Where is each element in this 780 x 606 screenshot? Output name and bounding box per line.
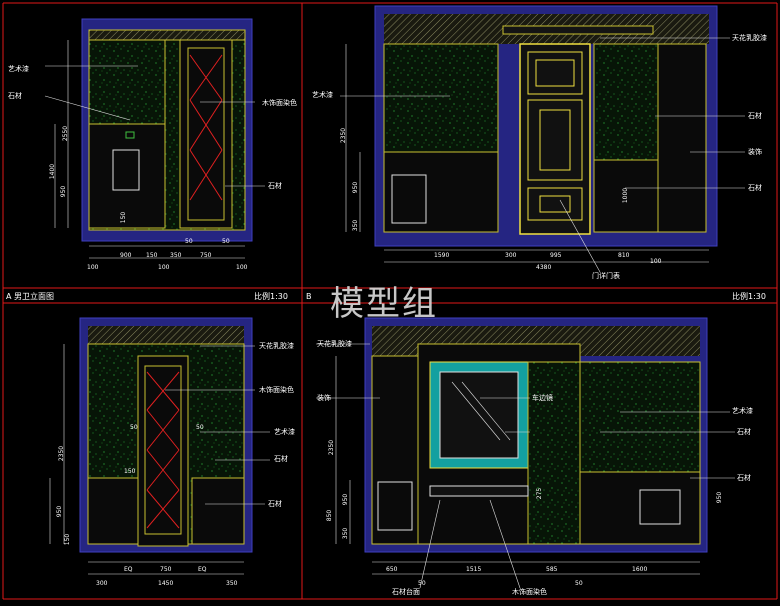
dim-a-h1: 900 [120,252,132,259]
panel-a-scale: 比例1:30 [254,292,288,301]
label-c-stone: 石材 [274,455,288,463]
dim-b-h5: 4380 [536,264,552,271]
dim-a-v0: 2550 [62,125,70,142]
label-d-stone: 石材 [737,428,751,436]
dim-c-h3: EQ [198,566,207,573]
dim-a-h7: 350 [170,252,182,259]
dim-d-h1: 50 [418,580,426,587]
label-d-stone-2: 石材 [737,474,751,482]
dim-b-v2: 1000 [622,187,630,204]
dim-b-v1: 950 [352,181,360,194]
dim-a-h8: 150 [146,252,158,259]
label-d-wood-veneer: 木饰面染色 [512,588,547,596]
dim-b-v3: 350 [352,219,360,232]
label-c-stone-2: 石材 [268,500,282,508]
label-b-art-paint: 艺术漆 [312,91,333,99]
dim-c-h4: 350 [226,580,238,587]
dim-d-h2: 1515 [466,566,482,573]
panel-a-title: A 男卫立面图 [6,292,55,301]
elevation-d [316,317,735,589]
label-b-door-table: 门详门表 [592,272,620,280]
dim-c-v3: 50 [130,424,138,431]
label-d-art-paint: 艺术漆 [732,407,753,415]
dim-a-h0: 100 [87,264,99,271]
dim-b-h3: 810 [618,252,630,259]
elevation-c [49,317,270,575]
panel-b-scale: 比例1:30 [732,292,766,301]
label-b-decor: 装饰 [748,148,762,156]
panel-b-title: B [306,292,312,301]
label-b-stone: 石材 [748,112,762,120]
label-a-stone-2: 石材 [268,182,282,190]
watermark-text: 模型组 [330,284,438,324]
dim-b-h4: 100 [650,258,662,265]
elevation-a [44,18,265,259]
label-d-mirror: 车边镜 [532,394,553,402]
dim-a-h6: 100 [236,264,248,271]
dim-a-v2: 950 [60,185,68,198]
dim-c-v5: 50 [196,424,204,431]
dim-a-v1: 1400 [49,163,57,180]
dim-d-v1: 950 [342,493,350,506]
elevation-b [340,5,745,273]
label-a-art-paint: 艺术漆 [8,65,29,73]
dim-a-h5: 50 [222,238,230,245]
label-a-wood-veneer: 木饰面染色 [262,99,297,107]
dim-d-v4: 275 [536,487,544,500]
dim-d-h0: 650 [386,566,398,573]
dim-a-h2: 100 [158,264,170,271]
dim-b-h2: 995 [550,252,562,259]
dim-d-v0: 2350 [328,439,336,456]
dim-c-h0: 300 [96,580,108,587]
dim-a-h3: 50 [185,238,193,245]
dim-c-h5: 1450 [158,580,174,587]
dim-a-v3: 150 [120,211,128,224]
dim-d-v3: 350 [342,527,350,540]
dim-c-v1: 950 [56,505,64,518]
dim-d-v5: 950 [716,491,724,504]
dim-b-v0: 2350 [340,127,348,144]
label-d-countertop: 石材台面 [392,588,420,596]
label-d-ceiling: 天花乳胶漆 [317,340,352,348]
dim-d-h4: 1600 [632,566,648,573]
dim-c-v2: 150 [64,533,72,546]
label-d-decor: 装饰 [317,394,331,402]
label-c-ceiling: 天花乳胶漆 [259,342,294,350]
dim-b-h1: 300 [505,252,517,259]
label-a-stone: 石材 [8,92,22,100]
dim-d-v2: 850 [326,509,334,522]
label-c-wood-veneer: 木饰面染色 [259,386,294,394]
label-c-art-paint: 艺术漆 [274,428,295,436]
dim-d-h3: 585 [546,566,558,573]
dim-c-h2: 750 [160,566,172,573]
dim-c-v0: 2350 [58,445,66,462]
label-b-ceiling: 天花乳胶漆 [732,34,767,42]
label-b-stone-2: 石材 [748,184,762,192]
dim-a-h4: 750 [200,252,212,259]
dim-c-v4: 150 [124,468,136,475]
dim-c-h1: EQ [124,566,133,573]
dim-d-h5: 50 [575,580,583,587]
dim-b-h0: 1590 [434,252,450,259]
